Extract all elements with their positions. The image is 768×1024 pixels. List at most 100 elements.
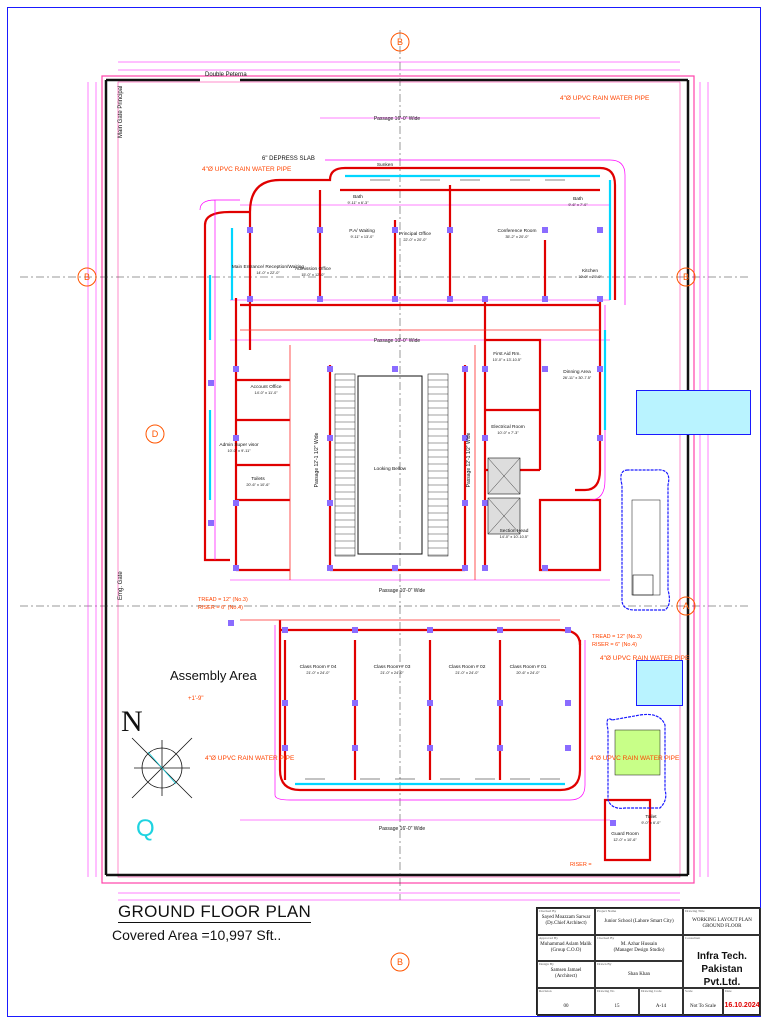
tb-checked-by-2: Checked By M. Azhar Hussain (Manager Des… xyxy=(595,935,683,961)
void-looking-below xyxy=(357,375,423,555)
tb-consultant: Consultant Infra Tech. Pakistan Pvt.Ltd. xyxy=(683,935,761,988)
room-size: 14'-0" x 11'-0" xyxy=(254,391,278,395)
passage-label: Passage 10'-0" Wide xyxy=(374,338,421,344)
room-name: P.A/ Waiting xyxy=(349,228,375,234)
room-size: 15'-0" x 12'-0" xyxy=(301,273,325,277)
room-name: Principal Office xyxy=(399,231,432,237)
tb-drawing-title: Drawing Title WORKING LAYOUT PLAN GROUND… xyxy=(683,908,761,935)
room-name: Guard Room xyxy=(611,831,638,837)
side-label-left: Emg. Gate xyxy=(118,571,124,600)
room-name: Conference Room xyxy=(498,228,537,234)
room-size: 9'-11" x 6'-3" xyxy=(348,201,370,205)
q-label: Q xyxy=(136,815,155,842)
assembly-area-label: Assembly Area xyxy=(170,668,257,683)
note-tread-right-1: TREAD = 12" (No.3) xyxy=(592,634,642,640)
tb-drawing-code: Drawing Code A-14 xyxy=(639,988,683,1016)
room-size: 20'-6" x 10'-6" xyxy=(246,483,270,487)
tb-scale: Scale Not To Scale xyxy=(683,988,723,1016)
passage-label: Passage 16'-0" Wide xyxy=(379,826,426,832)
room-size: 21'-0" x 24'-0" xyxy=(455,671,479,675)
room-name: Electrical Room xyxy=(491,424,525,430)
room-size: 21'-0" x 24'-0" xyxy=(380,671,404,675)
highlight-box-upper xyxy=(636,390,751,435)
note-tread-left-1: TREAD = 12" (No.3) xyxy=(198,597,248,603)
room-size: 10'-0" x 9'-11" xyxy=(227,449,251,453)
tb-project-name: Project Name Junior School (Lahore Smart… xyxy=(595,908,683,935)
room-name: Looking Bellow xyxy=(374,466,407,472)
room-name: Toilet xyxy=(645,814,657,820)
grid-marker-right-upper: B xyxy=(683,272,689,282)
room-name: Dinning Area xyxy=(563,369,591,375)
level-marker: +1'-9" xyxy=(188,696,203,702)
room-size: 14'-0" x 10'-10.5" xyxy=(500,535,529,539)
room-size: 21'-0" x 24'-0" xyxy=(306,671,330,675)
street-label-top: Double Peterna xyxy=(205,72,247,78)
room-name: Sunken xyxy=(377,162,394,168)
room-name: Bath xyxy=(573,196,583,202)
room-size: 9'-6" x 7'-0" xyxy=(568,203,588,207)
note-rwp-topright: 4"Ø UPVC RAIN WATER PIPE xyxy=(560,95,650,102)
highlight-box-lower xyxy=(636,660,683,706)
note-tread-left-2: RISER = 6" (No.4) xyxy=(198,605,243,611)
room-size: 26'-11" x 30'-7.5" xyxy=(563,376,592,380)
note-tread-right-2: RISER = 6" (No.4) xyxy=(592,642,637,648)
tb-drawing-no: Drawing No 15 xyxy=(595,988,639,1016)
note-rwp-midright: 4"Ø UPVC RAIN WATER PIPE xyxy=(600,655,690,662)
water-tank-lower xyxy=(606,713,667,809)
room-size: 14'-0" x 22'-0" xyxy=(256,271,280,275)
room-name: Admin Super visor xyxy=(219,442,259,448)
tb-drawn-by: Drawn By Shan Khan xyxy=(595,961,683,988)
water-tank-upper xyxy=(620,469,671,611)
room-name: Kitchen xyxy=(582,268,598,274)
room-size: 10'-0" x 7'-3" xyxy=(497,431,519,435)
room-size: 20'-6" x 24'-0" xyxy=(516,671,540,675)
room-name: Class Room # 04 xyxy=(300,664,337,670)
room-name: First Aid Rm. xyxy=(493,351,520,357)
room-name: Section Head xyxy=(500,528,529,534)
room-name: Class Room # 02 xyxy=(449,664,486,670)
room-name: Class Room # 01 xyxy=(510,664,547,670)
tb-revision: Revision 00 xyxy=(537,988,595,1016)
grid-marker-right-lower: A xyxy=(683,601,689,611)
room-name: Toilets xyxy=(251,476,265,482)
room-name: Main Entrance/ Reception/Waiting xyxy=(232,264,305,270)
grid-marker-top: B xyxy=(397,37,403,47)
room-name: Account Office xyxy=(250,384,281,390)
tb-approved-by: Approved By Muhammad Aslam Malik (Group … xyxy=(537,935,595,961)
room-name: Bath xyxy=(353,194,363,200)
covered-area: Covered Area =10,997 Sft.. xyxy=(112,927,282,943)
grid-marker-left-upper: B xyxy=(84,272,90,282)
note-rwp-bottomleft: 4"Ø UPVC RAIN WATER PIPE xyxy=(205,755,295,762)
passage-label: Passage 16'-0" Wide xyxy=(374,116,421,122)
side-label-left-top: Main Gate Principal xyxy=(118,86,124,138)
tb-checked-by: Checked By Sayed Moazzam Sarwar (Dy.Chie… xyxy=(537,908,595,935)
tb-design-by: Design By Samsen Jamael (Architect) xyxy=(537,961,595,988)
passage-label: Passage 12'-1 1/2" Wide xyxy=(466,432,472,487)
room-size: 10'-0" x 20'-0" xyxy=(578,275,602,279)
note-rwp-bottomright: 4"Ø UPVC RAIN WATER PIPE xyxy=(590,755,680,762)
sheet-border xyxy=(7,7,761,1017)
room-name: Admission Office xyxy=(295,266,331,272)
note-depress-slab: 6" DEPRESS SLAB xyxy=(262,156,315,162)
room-name: Class Room # 03 xyxy=(374,664,411,670)
plan-title: GROUND FLOOR PLAN xyxy=(118,902,312,923)
room-size: 35'-2" x 20'-0" xyxy=(505,235,529,239)
grid-marker-bottom: B xyxy=(397,957,403,967)
title-block: Checked By Sayed Moazzam Sarwar (Dy.Chie… xyxy=(536,907,761,1016)
room-size: 9'-0" x 6'-0" xyxy=(641,821,661,825)
grid-marker-left-mid: D xyxy=(152,429,159,439)
stair-steps xyxy=(335,379,448,556)
tb-date: Date 16.10.2024 xyxy=(723,988,761,1016)
inner-boundary xyxy=(117,81,681,878)
passage-label: Passage 12'-1 1/2" Wide xyxy=(314,432,320,487)
room-size: 22'-0" x 20'-0" xyxy=(403,238,427,242)
company-name: Infra Tech. Pakistan Pvt.Ltd. xyxy=(697,951,747,988)
room-size: 9'-11" x 13'-0" xyxy=(350,235,374,239)
north-label: N xyxy=(121,705,143,738)
room-size: 12'-0" x 10'-6" xyxy=(613,838,637,842)
note-rwp-topleft: 4"Ø UPVC RAIN WATER PIPE xyxy=(202,166,292,173)
note-riser: RISER = xyxy=(570,862,592,868)
room-size: 10'-0" x 13'-10.5" xyxy=(493,358,522,362)
